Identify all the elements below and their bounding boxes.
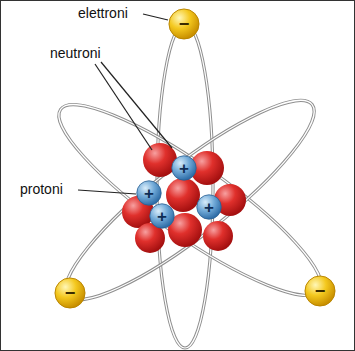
sphere-outline	[137, 181, 161, 205]
electron-circle: −	[304, 275, 336, 307]
leader-line	[78, 190, 136, 194]
orbit	[40, 80, 340, 320]
part-label: neutroni	[50, 46, 101, 61]
leader-line	[95, 64, 152, 150]
sphere-outline	[172, 156, 196, 180]
electron-circle: −	[54, 277, 86, 309]
neutrons	[122, 143, 246, 253]
charge-sign: +	[179, 160, 189, 177]
proton-circle: +	[171, 155, 197, 181]
orbit	[46, 76, 335, 324]
electron-circle: −	[168, 8, 200, 40]
sphere-outline	[197, 195, 221, 219]
charge-sign: −	[315, 282, 326, 300]
proton-circle: +	[149, 203, 175, 229]
part-label: protoni	[20, 182, 63, 197]
charge-sign: +	[204, 199, 214, 216]
orbit	[40, 80, 340, 320]
sphere-outline	[150, 204, 174, 228]
leader-lines	[78, 14, 172, 194]
proton-circle: +	[136, 180, 162, 206]
orbit	[46, 76, 335, 324]
charge-sign: −	[65, 284, 76, 302]
charge-sign: −	[179, 15, 190, 33]
proton-circle: +	[196, 194, 222, 220]
sphere-outline	[55, 278, 85, 308]
orbit	[157, 24, 213, 348]
part-label: elettroni	[78, 6, 128, 21]
sphere-outline	[305, 276, 335, 306]
neutron	[143, 143, 177, 177]
sphere-outline	[169, 9, 199, 39]
orbit	[157, 24, 213, 348]
orbits	[40, 24, 340, 348]
neutron	[166, 178, 200, 212]
neutron	[203, 221, 233, 251]
charge-sign: +	[144, 185, 154, 202]
leader-line	[143, 14, 168, 20]
leader-line	[101, 62, 172, 148]
charge-sign: +	[157, 208, 167, 225]
